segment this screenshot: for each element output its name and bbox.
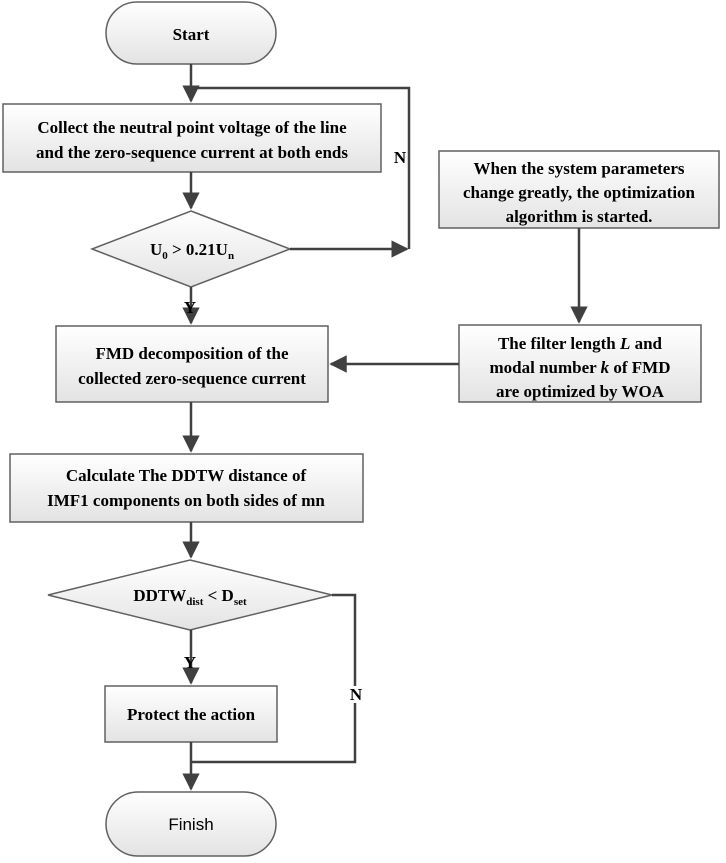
ddtw-calc-node: Calculate The DDTW distance of IMF1 comp…	[9, 453, 364, 523]
decision-voltage-label: U0 > 0.21Un	[150, 240, 234, 262]
optimize-line2: modal number k of FMD	[489, 358, 670, 377]
finish-node: Finish	[105, 791, 277, 857]
decision-ddtw-label: DDTWdist < Dset	[133, 586, 247, 608]
fmd-line1: FMD decomposition of the	[95, 344, 289, 363]
system-change-line3: algorithm is started.	[506, 207, 653, 226]
decision2-no-line	[191, 593, 357, 764]
ddtw-calc-line1: Calculate The DDTW distance of	[66, 466, 307, 485]
system-change-line2: change greatly, the optimization	[463, 183, 696, 202]
system-change-line1: When the system parameters	[473, 159, 684, 178]
finish-label: Finish	[168, 815, 213, 834]
start-node: Start	[105, 1, 277, 65]
label-no-2: N	[350, 685, 363, 704]
start-label: Start	[173, 25, 210, 44]
label-yes-2: Y	[184, 653, 196, 672]
optimize-node: The filter length L and modal number k o…	[458, 324, 702, 403]
protect-label: Protect the action	[127, 705, 256, 724]
loop-back-line	[191, 86, 411, 249]
collect-line2: and the zero-sequence current at both en…	[36, 143, 348, 162]
decision-voltage: U0 > 0.21Un	[89, 210, 293, 288]
label-no-1: N	[394, 148, 407, 167]
fmd-line2: collected zero-sequence current	[78, 369, 306, 388]
decision-ddtw: DDTWdist < Dset	[47, 559, 333, 631]
connectors	[182, 64, 588, 791]
collect-node: Collect the neutral point voltage of the…	[2, 103, 382, 173]
system-change-node: When the system parameters change greatl…	[438, 150, 720, 229]
collect-line1: Collect the neutral point voltage of the…	[37, 118, 347, 137]
ddtw-calc-line2: IMF1 components on both sides of mn	[47, 491, 325, 510]
fmd-node: FMD decomposition of the collected zero-…	[55, 325, 329, 403]
optimize-line3: are optimized by WOA	[496, 382, 665, 401]
protect-node: Protect the action	[104, 685, 278, 743]
optimize-line1: The filter length L and	[498, 334, 663, 353]
label-yes-1: Y	[184, 298, 196, 317]
